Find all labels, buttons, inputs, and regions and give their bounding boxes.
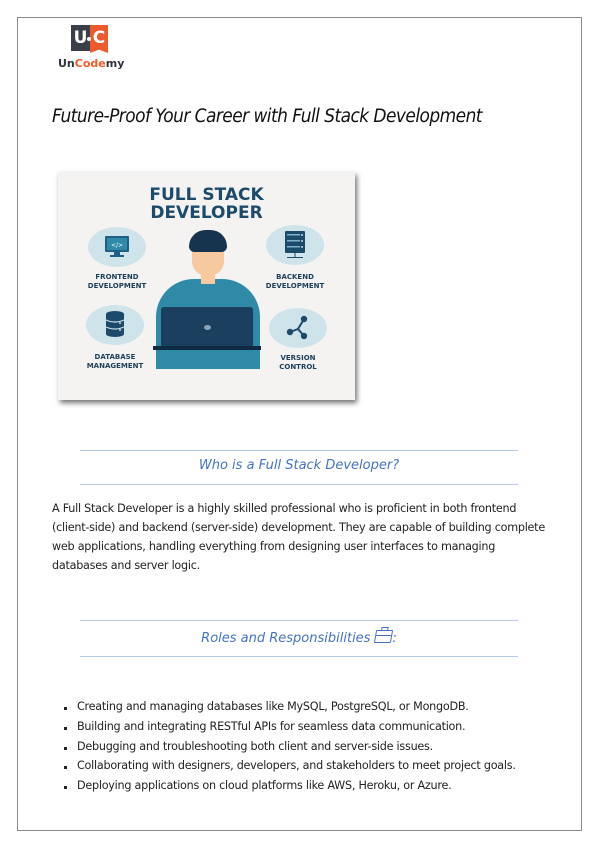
responsibilities-list: Creating and managing databases like MyS… <box>64 697 516 796</box>
list-item: Building and integrating RESTful APIs fo… <box>64 717 516 737</box>
database-icon-circle <box>86 305 144 345</box>
monitor-code-icon: </> <box>105 236 129 257</box>
label-version-control: VERSION CONTROL <box>253 354 343 372</box>
laptop-icon <box>161 307 253 347</box>
section-heading-roles: Roles and Responsibilities: <box>80 630 518 646</box>
section-divider-top <box>80 450 518 451</box>
database-icon <box>105 311 125 337</box>
branch-icon <box>286 315 308 340</box>
label-database: DATABASE MANAGEMENT <box>70 353 160 371</box>
infographic-title-line2: DEVELOPER <box>150 203 263 223</box>
logo-text-accent: Code <box>74 57 106 70</box>
infographic-title-line1: FULL STACK <box>149 185 264 205</box>
version-control-icon-circle <box>269 308 327 348</box>
frontend-icon-circle: </> <box>88 227 146 267</box>
laptop-base <box>153 346 261 350</box>
label-frontend-line2: DEVELOPMENT <box>87 282 147 290</box>
section-heading-who: Who is a Full Stack Developer? <box>198 458 400 473</box>
infographic-title: FULL STACK DEVELOPER <box>58 186 355 222</box>
logo-letter-c: C <box>90 25 108 53</box>
label-frontend: FRONTEND DEVELOPMENT <box>72 273 162 291</box>
label-database-line2: MANAGEMENT <box>86 362 144 370</box>
logo-mark-icon: U C <box>71 25 108 53</box>
label-frontend-line1: FRONTEND <box>95 273 139 281</box>
label-backend-line1: BACKEND <box>276 273 314 281</box>
label-backend: BACKEND DEVELOPMENT <box>250 273 340 291</box>
developer-hair <box>189 230 227 252</box>
label-backend-line2: DEVELOPMENT <box>265 282 325 290</box>
svg-text:</>: </> <box>111 242 123 249</box>
logo-text-suffix: my <box>105 57 125 70</box>
label-version-control-line1: VERSION <box>280 354 316 362</box>
logo-letter-u: U <box>71 25 90 51</box>
logo-dot <box>87 37 91 41</box>
server-icon <box>285 231 305 258</box>
section-divider-bottom <box>80 656 518 657</box>
list-item: Creating and managing databases like MyS… <box>64 697 516 717</box>
list-item: Deploying applications on cloud platform… <box>64 776 516 796</box>
section-divider-bottom <box>80 484 518 485</box>
label-database-line1: DATABASE <box>94 353 136 361</box>
page-title: Future-Proof Your Career with Full Stack… <box>52 106 482 127</box>
section-heading-roles-text: Roles and Responsibilities <box>201 631 371 646</box>
page-border <box>17 17 582 831</box>
full-stack-infographic: FULL STACK DEVELOPER </> FRONTEND DEVELO… <box>58 172 355 400</box>
list-item: Collaborating with designers, developers… <box>64 756 516 776</box>
section-body-who: A Full Stack Developer is a highly skill… <box>52 502 545 572</box>
section-divider-top <box>80 620 518 621</box>
logo-wordmark: UnCodemy <box>58 57 124 70</box>
list-item: Debugging and troubleshooting both clien… <box>64 737 516 757</box>
section-heading-roles-colon: : <box>392 631 397 646</box>
backend-icon-circle <box>266 225 324 265</box>
logo-text-prefix: Un <box>58 57 75 70</box>
laptop-logo <box>204 325 211 330</box>
label-version-control-line2: CONTROL <box>279 363 317 371</box>
briefcase-icon <box>374 630 394 643</box>
